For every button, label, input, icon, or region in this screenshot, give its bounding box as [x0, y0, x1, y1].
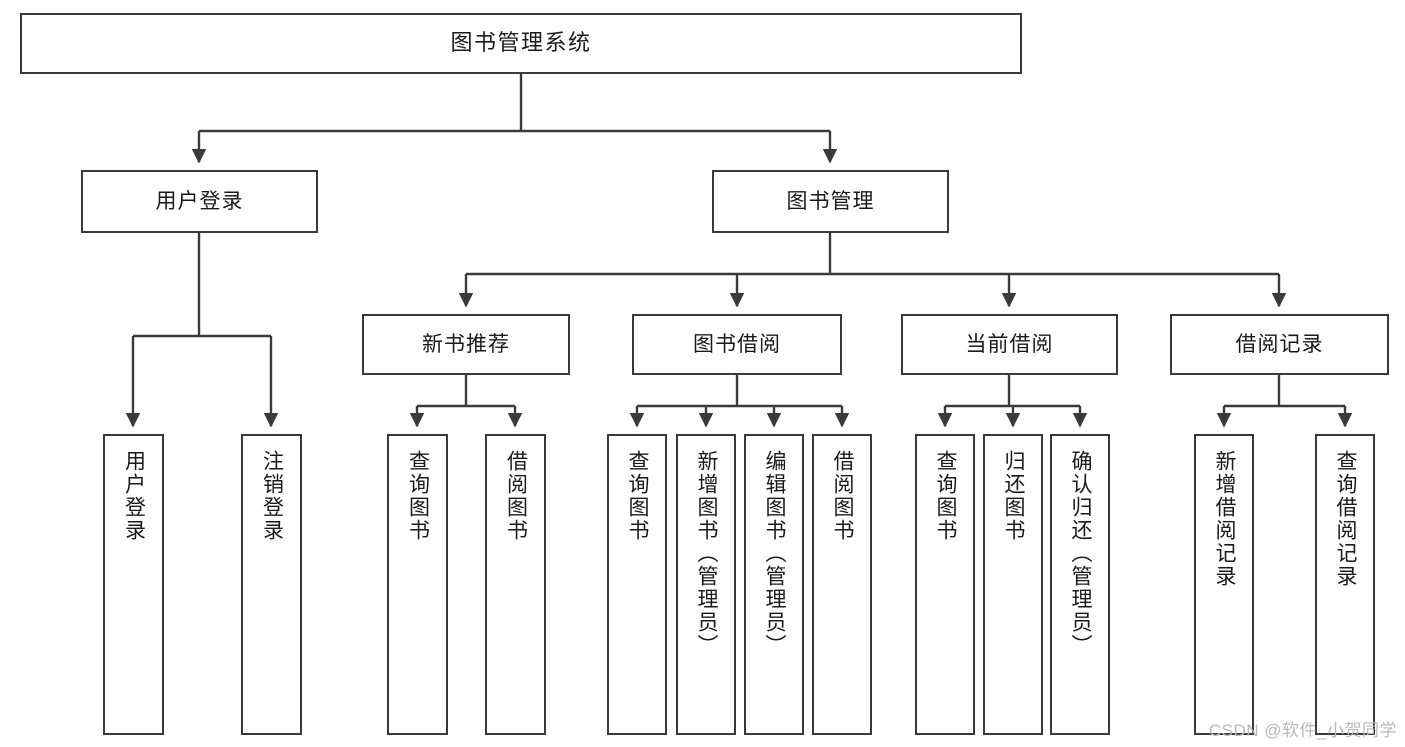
node-leaf-edit-book-admin[interactable]: 编辑图书（管理员）	[744, 434, 804, 735]
node-user-login[interactable]: 用户登录	[81, 170, 318, 233]
node-label: 查询图书	[406, 450, 430, 542]
node-label: 编辑图书（管理员）	[763, 450, 787, 657]
node-current-borrow[interactable]: 当前借阅	[901, 314, 1118, 375]
node-label: 查询图书	[934, 450, 958, 542]
node-root-book-management-system[interactable]: 图书管理系统	[20, 13, 1022, 74]
node-label: 图书管理系统	[450, 30, 592, 56]
node-leaf-user-login[interactable]: 用户登录	[103, 434, 164, 735]
node-label: 查询借阅记录	[1334, 450, 1358, 588]
node-label: 查询图书	[626, 450, 650, 542]
csdn-watermark: CSDN @软件_小贺同学	[1208, 721, 1397, 740]
node-leaf-query-book-borrow[interactable]: 查询图书	[607, 434, 667, 735]
node-leaf-query-book-recommend[interactable]: 查询图书	[387, 434, 448, 735]
node-book-borrow[interactable]: 图书借阅	[632, 314, 842, 375]
node-label: 确认归还（管理员）	[1069, 450, 1093, 657]
node-label: 当前借阅	[965, 332, 1054, 356]
node-leaf-add-borrow-record[interactable]: 新增借阅记录	[1194, 434, 1254, 735]
node-label: 用户登录	[122, 450, 146, 542]
node-label: 借阅图书	[504, 450, 528, 542]
node-leaf-logout-login[interactable]: 注销登录	[241, 434, 302, 735]
node-leaf-query-book-current[interactable]: 查询图书	[915, 434, 975, 735]
node-leaf-add-book-admin[interactable]: 新增图书（管理员）	[676, 434, 736, 735]
node-label: 用户登录	[155, 189, 244, 213]
node-leaf-borrow-book-borrow[interactable]: 借阅图书	[812, 434, 872, 735]
node-label: 新增图书（管理员）	[695, 450, 719, 657]
node-label: 新书推荐	[422, 332, 510, 356]
node-leaf-query-borrow-record[interactable]: 查询借阅记录	[1315, 434, 1375, 735]
node-borrow-record[interactable]: 借阅记录	[1170, 314, 1389, 375]
node-leaf-confirm-return-admin[interactable]: 确认归还（管理员）	[1050, 434, 1110, 735]
node-label: 图书管理	[786, 189, 875, 213]
node-label: 归还图书	[1002, 450, 1026, 542]
node-label: 图书借阅	[693, 332, 781, 356]
node-label: 新增借阅记录	[1213, 450, 1237, 588]
node-new-book-recommend[interactable]: 新书推荐	[362, 314, 570, 375]
node-leaf-borrow-book-recommend[interactable]: 借阅图书	[485, 434, 546, 735]
node-book-management[interactable]: 图书管理	[712, 170, 949, 233]
node-label: 借阅记录	[1235, 332, 1324, 356]
node-label: 注销登录	[260, 450, 284, 542]
node-leaf-return-book[interactable]: 归还图书	[983, 434, 1043, 735]
node-label: 借阅图书	[831, 450, 855, 542]
